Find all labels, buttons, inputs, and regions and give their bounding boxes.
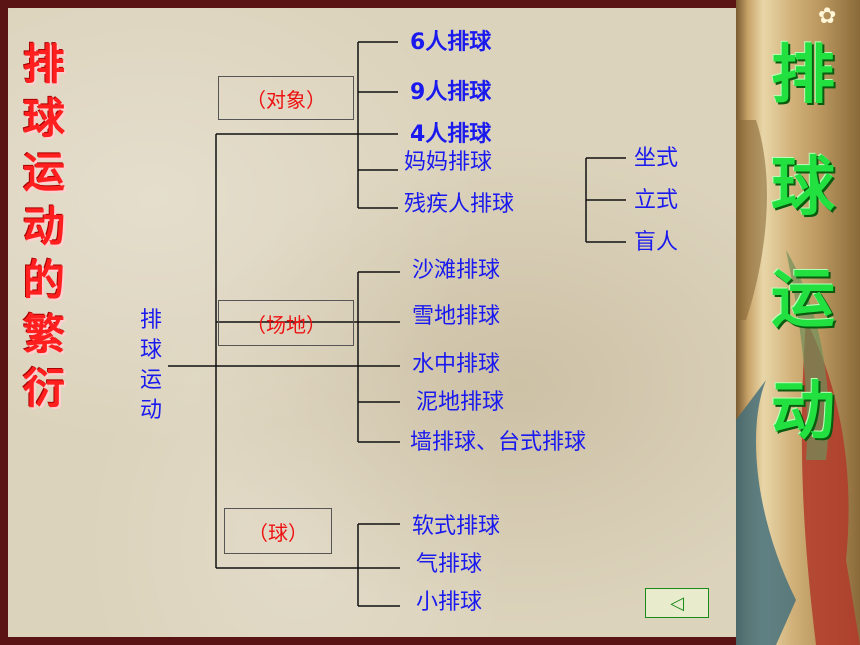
root-char: 球 [139, 338, 162, 363]
category-ball: （球） [224, 508, 332, 554]
object-item: 妈妈排球 [404, 150, 493, 175]
venue-item: 水中排球 [412, 352, 501, 377]
title-char: 运 [22, 148, 65, 197]
root-char: 动 [139, 398, 162, 423]
category-venue: （场地） [218, 300, 354, 346]
page-title: 排 球 运 动 的 繁 衍 [22, 38, 66, 416]
root-char: 排 [139, 308, 162, 333]
side-title-char: 运 [771, 263, 835, 337]
venue-item: 雪地排球 [412, 304, 501, 329]
title-char: 动 [22, 202, 65, 251]
disabled-subitem: 盲人 [634, 230, 679, 255]
title-char: 排 [22, 40, 65, 89]
title-char: 衍 [22, 364, 65, 413]
back-button[interactable]: ◁ [645, 588, 709, 618]
side-title-char: 动 [771, 375, 835, 449]
decorative-shapes [736, 120, 860, 645]
decorative-side-panel [736, 0, 860, 645]
object-item: 4人排球 [410, 122, 492, 147]
ball-item: 小排球 [416, 590, 483, 615]
disabled-subitem: 立式 [634, 188, 679, 213]
category-object: （对象） [218, 76, 354, 120]
venue-item: 泥地排球 [416, 390, 505, 415]
venue-item: 沙滩排球 [412, 258, 501, 283]
title-char: 繁 [22, 310, 65, 359]
title-char: 的 [22, 256, 65, 305]
side-title-char: 球 [771, 151, 835, 225]
object-item: 9人排球 [410, 80, 492, 105]
title-char: 球 [22, 94, 65, 143]
back-triangle-icon: ◁ [670, 592, 684, 614]
side-title-char: 排 [771, 39, 835, 113]
object-item: 6人排球 [410, 30, 492, 55]
object-item: 残疾人排球 [404, 192, 515, 217]
root-node-label: 排 球 运 动 [136, 306, 166, 426]
side-title: 排 球 运 动 [768, 20, 838, 468]
ball-item: 软式排球 [412, 514, 501, 539]
ball-item: 气排球 [416, 552, 483, 577]
disabled-subitem: 坐式 [634, 146, 679, 171]
flower-icon: ✿ [818, 4, 837, 29]
root-char: 运 [139, 368, 162, 393]
venue-item: 墙排球、台式排球 [410, 430, 587, 455]
